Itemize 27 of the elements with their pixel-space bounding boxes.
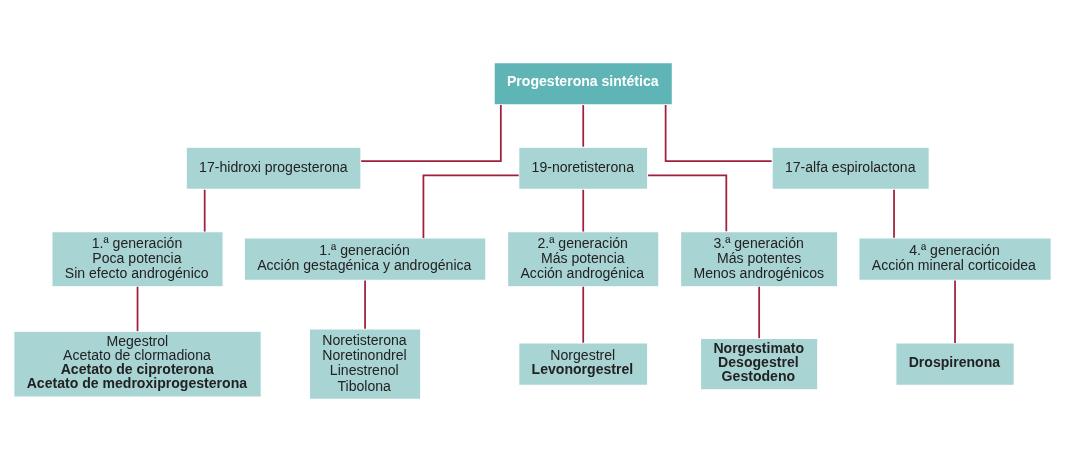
node-box: 19-noretisterona <box>518 146 649 190</box>
node-box: Drospirenona <box>895 341 1015 386</box>
node-box: Megestrol Acetato de clormadiona Acetato de ciproterona Acetato de medroxiprogesterona <box>13 330 262 398</box>
connector <box>422 173 520 239</box>
connector <box>136 285 139 332</box>
node-box: Progesterona sintética <box>493 61 673 105</box>
node-box: Noretisterona Noretinondrel Linestrenol Tibolona <box>308 327 422 400</box>
node-box: 17-hidroxi progesterona <box>185 146 362 190</box>
connector <box>582 285 585 344</box>
node-box: Norgestrel Levonorgestrel <box>518 341 649 386</box>
node-box: 1.ª generación Poca potencia Sin efecto androgénico <box>51 230 224 287</box>
connector <box>758 285 761 339</box>
node-box: 17-alfa espirolactona <box>771 146 930 190</box>
node-box: 2.ª generación Más potencia Acción androgénica <box>507 230 660 287</box>
node-box: 4.ª generación Acción mineral corticoidea <box>858 236 1052 281</box>
connector <box>582 103 585 148</box>
connector <box>954 279 956 344</box>
connector <box>893 188 895 239</box>
connector <box>203 188 206 232</box>
node-box: Norgestimato Desogestrel Gestodeno <box>699 337 819 390</box>
node-box: 1.ª generación Acción gestagénica y androgénica <box>243 236 487 281</box>
node-box: 3.ª generación Más potentes Menos androgénicos <box>680 230 839 287</box>
connector <box>647 173 728 232</box>
connector <box>364 279 366 330</box>
connector <box>582 188 585 232</box>
connector <box>664 103 773 162</box>
connector <box>360 103 502 162</box>
